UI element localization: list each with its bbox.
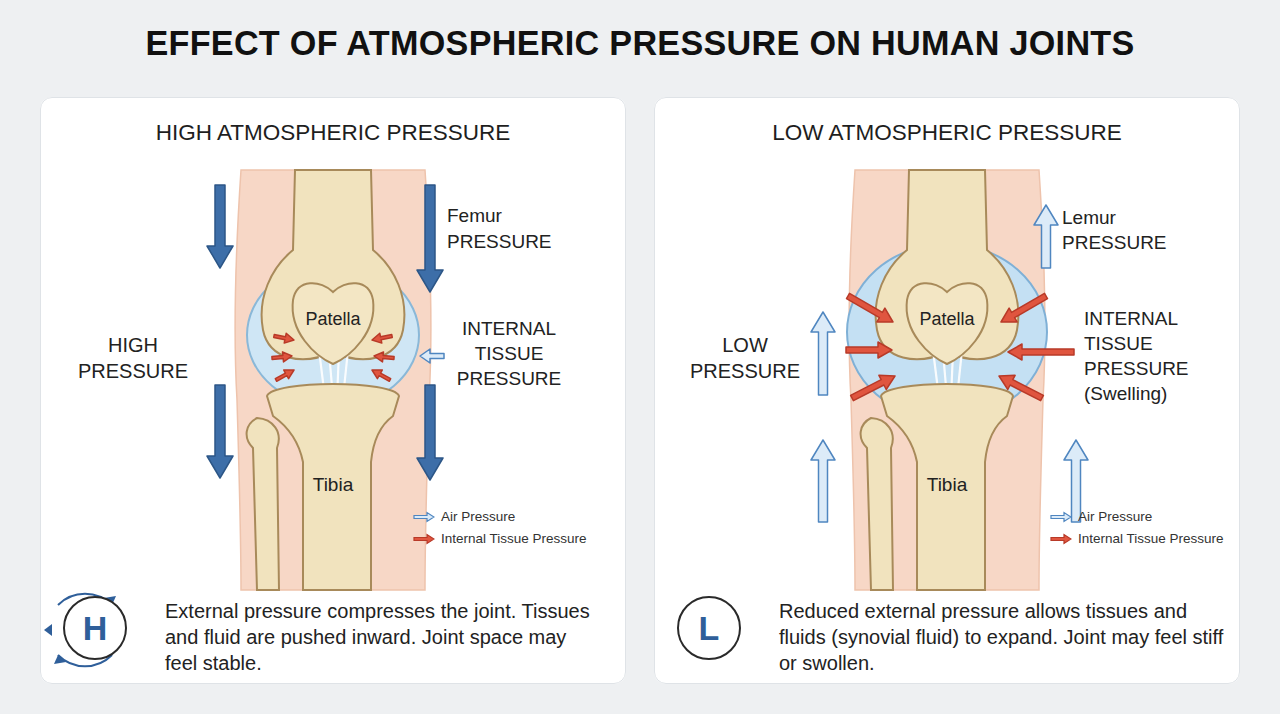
part-label: Patella <box>912 308 982 332</box>
pressure-arrow <box>420 349 444 363</box>
panel-heading: HIGH ATMOSPHERIC PRESSURE <box>41 120 625 146</box>
legend-arrow <box>413 511 435 523</box>
legend-item: Internal Tissue Pressure <box>413 531 587 546</box>
panel-description: External pressure compresses the joint. … <box>165 598 595 676</box>
pressure-arrow <box>372 333 392 343</box>
legend-item: Air Pressure <box>1050 509 1152 524</box>
pressure-arrow <box>846 342 892 358</box>
pressure-arrow <box>1008 344 1074 360</box>
panel-description: Reduced external pressure allows tissues… <box>779 598 1229 676</box>
pressure-arrow <box>999 375 1043 400</box>
part-label: HIGH PRESSURE <box>71 332 195 385</box>
legend-arrow <box>413 533 435 545</box>
pressure-arrow <box>851 375 895 400</box>
legend-item: Air Pressure <box>413 509 515 524</box>
panel-heading: LOW ATMOSPHERIC PRESSURE <box>655 120 1239 146</box>
part-label: Patella <box>298 308 368 332</box>
part-label: Tibia <box>298 472 368 497</box>
part-label: Tibia <box>912 472 982 497</box>
pressure-arrow <box>417 385 443 480</box>
pressure-arrow <box>417 185 443 292</box>
pressure-panel: HIGH ATMOSPHERIC PRESSURE External pressu… <box>40 97 626 684</box>
diagram-title: EFFECT OF ATMOSPHERIC PRESSURE ON HUMAN … <box>0 24 1280 63</box>
legend-item: Internal Tissue Pressure <box>1050 531 1224 546</box>
pressure-arrow <box>1034 205 1058 268</box>
pressure-arrow <box>1001 293 1048 322</box>
part-label: PRESSURE <box>447 229 557 254</box>
pressure-arrow <box>272 352 292 362</box>
pressure-arrow <box>847 293 894 322</box>
pressure-arrow <box>374 352 394 362</box>
part-label: Lemur <box>1062 205 1172 230</box>
pressure-arrow <box>207 185 233 268</box>
part-label: Femur <box>447 203 557 228</box>
pressure-icon: H <box>63 596 127 660</box>
pressure-arrow <box>207 385 233 478</box>
pressure-arrow <box>275 370 294 381</box>
part-label: INTERNAL TISSUE PRESSURE <box>451 316 567 391</box>
icon-letter: L <box>699 609 720 648</box>
pressure-icon: L <box>677 596 741 660</box>
pressure-arrow <box>811 312 835 395</box>
pressure-arrow <box>274 333 294 343</box>
part-label: LOW PRESSURE <box>683 332 807 385</box>
legend-arrow <box>1050 511 1072 523</box>
legend-label: Air Pressure <box>1078 509 1152 524</box>
part-label: PRESSURE <box>1062 230 1172 255</box>
icon-letter: H <box>83 609 108 648</box>
part-label: INTERNAL TISSUE PRESSURE (Swelling) <box>1084 306 1204 406</box>
pressure-arrow <box>372 370 391 381</box>
pressure-arrow <box>811 440 835 522</box>
legend-arrow <box>1050 533 1072 545</box>
legend-label: Internal Tissue Pressure <box>1078 531 1224 546</box>
legend-label: Air Pressure <box>441 509 515 524</box>
legend-label: Internal Tissue Pressure <box>441 531 587 546</box>
